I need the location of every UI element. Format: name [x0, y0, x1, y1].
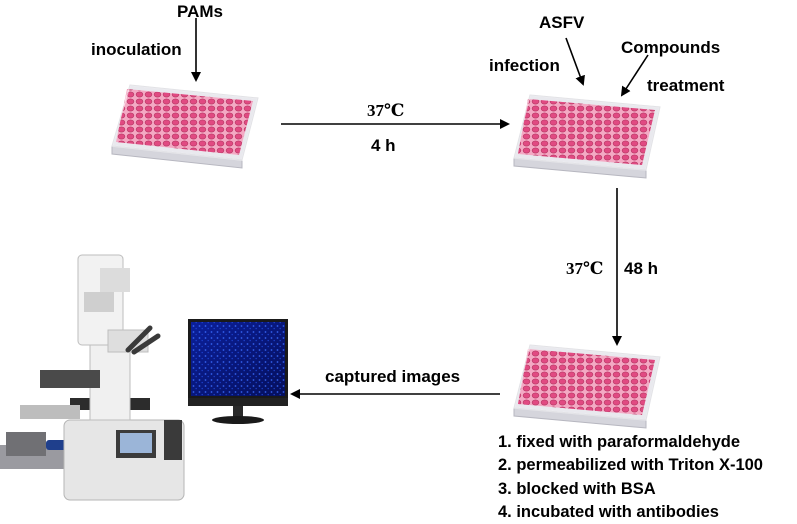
label-asfv: ASFV	[539, 13, 585, 32]
well-plate-inoculation	[111, 84, 259, 169]
label-infection: infection	[489, 56, 560, 75]
label-time-2: 48 h	[624, 259, 659, 278]
step-item: 1. fixed with paraformaldehyde	[498, 433, 741, 451]
step-item: 4. incubated with antibodies	[498, 502, 719, 521]
label-captured-images: captured images	[325, 367, 461, 386]
label-temp-1: 37℃	[367, 101, 405, 120]
well-plate-infection	[513, 94, 661, 179]
staining-steps-list: 1. fixed with paraformaldehyde 2. permea…	[498, 431, 763, 524]
step-item: 2. permeabilized with Triton X-100	[498, 456, 763, 475]
label-inoculation: inoculation	[91, 40, 182, 59]
monitor-image	[188, 319, 288, 424]
label-compounds: Compounds	[621, 38, 721, 57]
label-temp-2: 37℃	[566, 259, 604, 278]
microscope-image	[0, 254, 185, 501]
label-time-1: 4 h	[371, 136, 396, 155]
label-pams: PAMs	[177, 2, 223, 21]
arrow-asfv-down	[565, 37, 585, 86]
step-item: 3. blocked with BSA	[498, 479, 656, 498]
well-plate-staining	[513, 344, 661, 429]
label-treatment: treatment	[647, 76, 725, 95]
arrow-compounds-down	[620, 54, 649, 97]
